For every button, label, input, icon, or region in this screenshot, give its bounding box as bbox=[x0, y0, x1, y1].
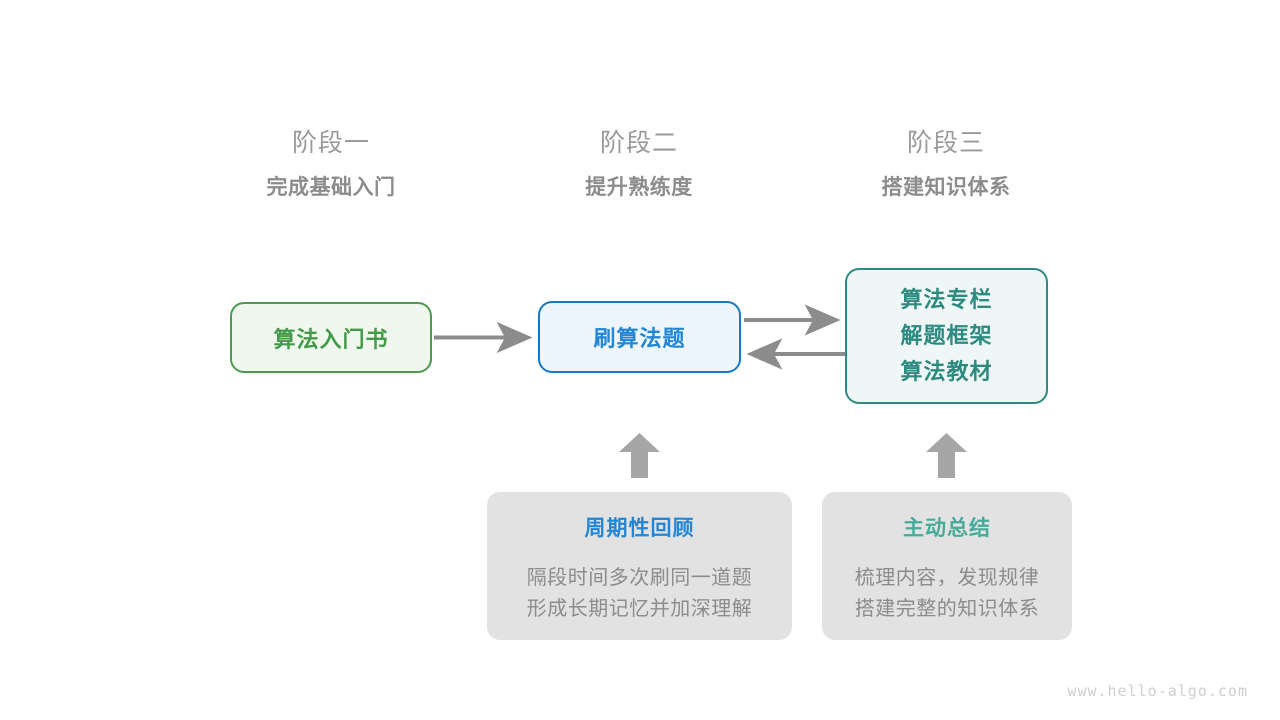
node-algorithm-intro-book: 算法入门书 bbox=[230, 302, 432, 373]
note-periodic-review: 周期性回顾 隔段时间多次刷同一道题 形成长期记忆并加深理解 bbox=[487, 492, 792, 640]
note-active-summary-line-1: 梳理内容，发现规律 bbox=[854, 567, 1040, 589]
node-knowledge-system-line-1: 算法专栏 bbox=[900, 287, 993, 312]
note-active-summary-title: 主动总结 bbox=[903, 517, 991, 540]
stage-header-1: 阶段一 完成基础入门 bbox=[201, 126, 461, 203]
node-knowledge-system: 算法专栏 解题框架 算法教材 bbox=[845, 268, 1048, 404]
stage-2-subtitle: 提升熟练度 bbox=[585, 176, 693, 199]
stage-2-label: 阶段二 bbox=[599, 129, 678, 157]
note-periodic-review-body: 隔段时间多次刷同一道题 形成长期记忆并加深理解 bbox=[487, 563, 792, 625]
node-practice-problems: 刷算法题 bbox=[538, 301, 741, 373]
node-knowledge-system-line-2: 解题框架 bbox=[900, 323, 993, 348]
node-knowledge-system-line-3: 算法教材 bbox=[900, 359, 993, 384]
site-watermark: www.hello-algo.com bbox=[1067, 682, 1248, 700]
note-periodic-review-line-2: 形成长期记忆并加深理解 bbox=[526, 598, 753, 620]
stage-header-2: 阶段二 提升熟练度 bbox=[509, 126, 769, 203]
note-active-summary: 主动总结 梳理内容，发现规律 搭建完整的知识体系 bbox=[822, 492, 1072, 640]
node-algorithm-intro-book-label: 算法入门书 bbox=[273, 326, 389, 352]
stage-header-3: 阶段三 搭建知识体系 bbox=[816, 126, 1076, 203]
note-periodic-review-line-1: 隔段时间多次刷同一道题 bbox=[526, 567, 753, 589]
note-periodic-review-title: 周期性回顾 bbox=[584, 517, 695, 540]
arrow-review-to-practice bbox=[619, 433, 660, 478]
arrow-summary-to-system bbox=[926, 433, 967, 478]
note-active-summary-line-2: 搭建完整的知识体系 bbox=[854, 598, 1040, 620]
note-active-summary-body: 梳理内容，发现规律 搭建完整的知识体系 bbox=[822, 563, 1072, 625]
stage-3-subtitle: 搭建知识体系 bbox=[881, 176, 1011, 199]
node-practice-problems-label: 刷算法题 bbox=[593, 326, 686, 351]
stage-1-subtitle: 完成基础入门 bbox=[266, 176, 396, 199]
stage-1-label: 阶段一 bbox=[291, 129, 370, 157]
stage-3-label: 阶段三 bbox=[906, 129, 985, 157]
